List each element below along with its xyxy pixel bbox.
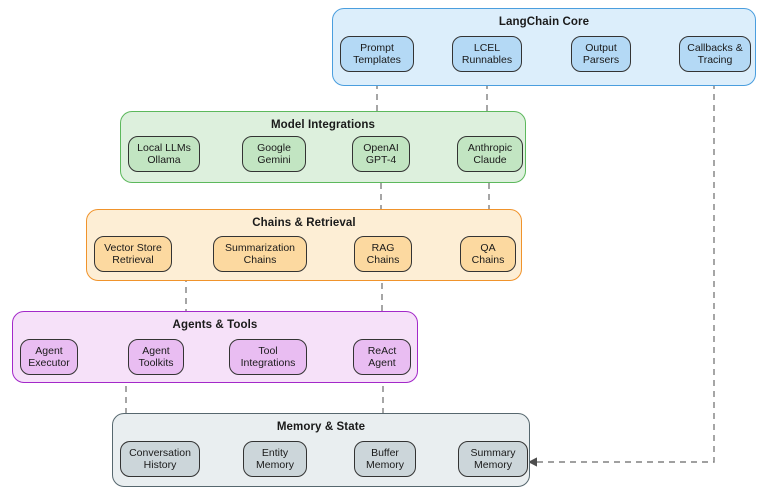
node-label-line2: History <box>143 459 177 471</box>
node-label-line1: Local LLMs <box>137 141 191 154</box>
node-label-line1: QA <box>480 241 496 254</box>
group-title-model-integrations: Model Integrations <box>270 119 376 131</box>
node-label-line1: Vector Store <box>104 241 162 254</box>
node-label-line2: Memory <box>366 459 404 471</box>
node-label-line2: Executor <box>28 357 70 369</box>
node-label-line1: Summarization <box>224 241 296 254</box>
node-label-line1: Prompt <box>360 41 394 54</box>
edge-callbacks-to-summary-memory <box>528 72 715 467</box>
node-label-line2: Memory <box>474 459 512 471</box>
node-label-line2: Chains <box>471 254 505 266</box>
node-label-line2: Runnables <box>461 54 513 66</box>
node-label-line2: Chains <box>366 254 400 266</box>
node-label-line1: Conversation <box>129 446 191 459</box>
node-label-line2: Chains <box>243 254 277 266</box>
node-label-line2: Gemini <box>257 154 291 166</box>
node-label-line2: Memory <box>256 459 294 471</box>
node-label-line1: Summary <box>470 446 516 459</box>
node-label-line1: OpenAI <box>363 141 399 154</box>
group-title-chains-retrieval: Chains & Retrieval <box>252 217 356 229</box>
group-agents-tools: Agents & Tools <box>12 311 418 383</box>
node-label-line1: LCEL <box>473 41 501 54</box>
node-label-line1: Buffer <box>371 446 399 459</box>
node-label-line2: Agent <box>368 357 396 369</box>
node-label-line2: GPT-4 <box>365 154 397 166</box>
node-label-line2: Templates <box>353 54 401 66</box>
node-label-line1: Google <box>257 141 291 154</box>
node-label-line1: Output <box>585 41 617 54</box>
node-label-line2: Integrations <box>240 357 296 369</box>
node-label-line1: ReAct <box>367 344 397 357</box>
node-label-line1: RAG <box>371 241 395 254</box>
node-label-line2: Tracing <box>697 54 733 66</box>
node-callbacks-tracing[interactable]: Callbacks &Tracing <box>679 36 751 72</box>
node-label-line2: Ollama <box>147 154 181 166</box>
group-title-agents-tools: Agents & Tools <box>172 319 258 331</box>
node-label-line1: Callbacks & <box>687 41 743 54</box>
node-label-line1: Entity <box>261 446 289 459</box>
node-label-line2: Retrieval <box>112 254 154 266</box>
node-label-line2: Claude <box>473 154 507 166</box>
group-title-memory-state: Memory & State <box>276 421 366 433</box>
node-label-line1: Tool <box>258 344 278 357</box>
node-label-line2: Toolkits <box>138 357 174 369</box>
node-label-line1: Agent <box>35 344 63 357</box>
node-label-line2: Parsers <box>582 54 620 66</box>
node-label-line1: Anthropic <box>467 141 513 154</box>
node-label-line1: Agent <box>142 344 170 357</box>
group-title-langchain-core: LangChain Core <box>498 16 590 28</box>
